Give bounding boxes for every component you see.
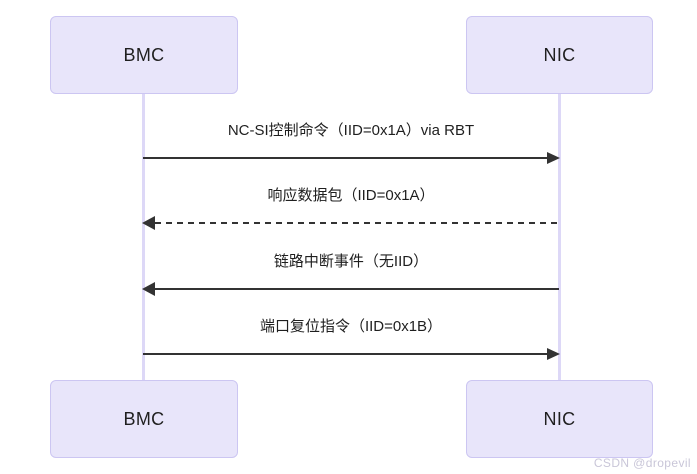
participant-box-bmc-bottom: BMC xyxy=(50,380,238,458)
participant-label-bmc-bottom: BMC xyxy=(123,408,165,429)
message-arrow-right-solid-4 xyxy=(143,348,560,360)
message-label-4: 端口复位指令（IID=0x1B） xyxy=(259,318,443,335)
watermark-text: CSDN @dropevil xyxy=(593,456,691,470)
message-label-3: 链路中断事件（无IID） xyxy=(273,253,429,270)
message-arrow-left-dashed-2 xyxy=(142,216,559,230)
participant-box-bmc-top: BMC xyxy=(50,16,238,94)
message-label-1: NC-SI控制命令（IID=0x1A）via RBT xyxy=(227,122,475,139)
lifeline-nic xyxy=(558,94,561,380)
message-arrow-right-solid-1 xyxy=(143,152,560,164)
participant-box-nic-top: NIC xyxy=(466,16,653,94)
participant-label-bmc-top: BMC xyxy=(123,44,165,65)
participant-box-nic-bottom: NIC xyxy=(466,380,653,458)
message-label-2: 响应数据包（IID=0x1A） xyxy=(267,187,435,204)
message-arrow-left-solid-3 xyxy=(142,282,559,296)
lifeline-bmc xyxy=(142,94,145,380)
participant-label-nic-bottom: NIC xyxy=(543,408,576,429)
participant-label-nic-top: NIC xyxy=(543,44,576,65)
